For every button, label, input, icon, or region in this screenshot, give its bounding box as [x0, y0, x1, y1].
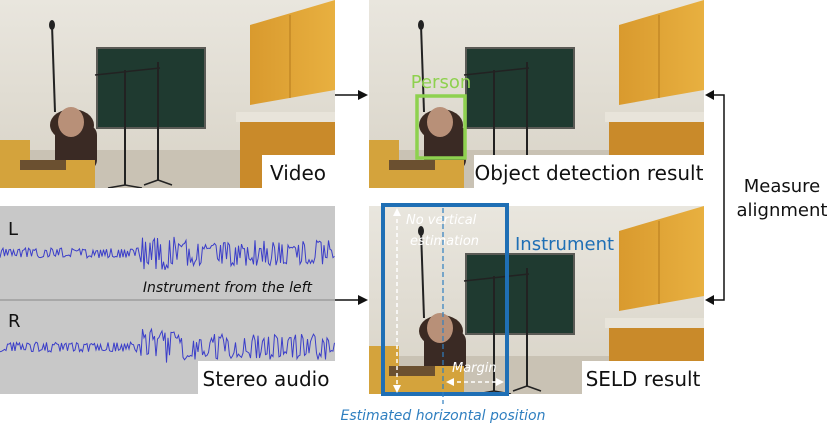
seld-label-box [582, 361, 704, 394]
audio-label: Stereo audio [203, 367, 330, 391]
right-channel-label: R [8, 311, 21, 332]
measure-label-line2: alignment [737, 200, 828, 221]
person-label: Person [411, 72, 472, 93]
estimated-position-caption: Estimated horizontal position [341, 408, 546, 424]
arrows [335, 90, 725, 305]
object-detection-label: Object detection result [475, 161, 704, 185]
alignment-bracket [712, 94, 725, 301]
audio-label-box [198, 361, 335, 394]
audio-to-seld-arrowhead [358, 295, 368, 305]
no-vertical-label-line1: No vertical [406, 213, 477, 228]
alignment-arrowhead-bottom [705, 295, 714, 305]
no-vertical-label-line2: estimation [410, 234, 479, 249]
right-waveform [0, 327, 335, 363]
instrument-label: Instrument [515, 234, 614, 255]
seld-panel: No vertical estimation Instrument Margin… [369, 203, 704, 404]
no-vertical-arrowhead-down [393, 385, 401, 393]
video-to-detection-arrowhead [358, 90, 368, 100]
alignment-arrowhead-top [705, 90, 714, 100]
margin-label: Margin [452, 361, 497, 376]
seld-label: SELD result [586, 367, 701, 391]
object-detection-panel: Person Object detection result [369, 0, 704, 188]
object-detection-label-box [474, 155, 704, 188]
audio-annotation: Instrument from the left [143, 280, 313, 296]
instrument-box [381, 203, 509, 396]
video-panel: Video [0, 0, 335, 188]
video-label-box [262, 155, 335, 188]
left-waveform [0, 236, 335, 271]
stereo-audio-panel: L R Instrument from the left Stereo audi… [0, 206, 335, 394]
margin-arrowhead-right [496, 378, 504, 386]
left-channel-label: L [8, 219, 18, 240]
person-box [415, 94, 467, 160]
video-label: Video [270, 161, 326, 185]
margin-arrowhead-left [446, 378, 454, 386]
measure-label-line1: Measure [744, 176, 821, 197]
no-vertical-arrowhead-up [393, 208, 401, 216]
